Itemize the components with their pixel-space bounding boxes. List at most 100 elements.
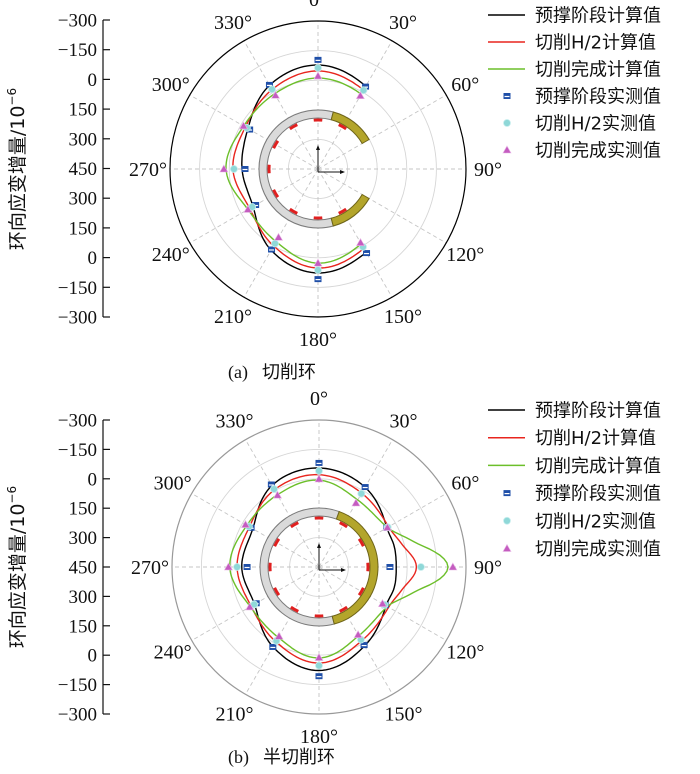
- data-point: [314, 64, 322, 72]
- legend-label: 预撑阶段实测值: [535, 484, 661, 505]
- y-axis-label: 环向应变增量/10−6: [5, 486, 29, 648]
- angle-label: 180°: [299, 329, 337, 351]
- legend-label: 切削完成实测值: [535, 141, 661, 162]
- axis-tick-label: −150: [58, 278, 97, 299]
- angle-label: 60°: [451, 473, 479, 495]
- data-point: [355, 91, 365, 99]
- grid-circle: [228, 79, 408, 259]
- polar-panel-b: 0°30°60°90°120°150°180°210°240°270°300°3…: [5, 388, 661, 768]
- data-point: [230, 165, 238, 173]
- arrowhead-icon: [317, 543, 321, 548]
- data-point: [314, 652, 324, 661]
- angle-label: 210°: [214, 306, 252, 328]
- legend-item: 切削H/2实测值: [503, 114, 656, 135]
- legend-label: 切削完成计算值: [535, 456, 661, 477]
- legend-marker-swatch: [502, 543, 512, 552]
- triangle-marker-body: [382, 522, 392, 531]
- grid-spoke: [318, 566, 393, 695]
- data-point: [315, 467, 323, 475]
- circle-marker-body: [268, 85, 276, 94]
- legend-marker-swatch: [503, 119, 511, 127]
- data-point: [315, 661, 323, 670]
- grid-spoke: [245, 439, 320, 568]
- ring-red-dash: [289, 207, 298, 215]
- circle-marker-body: [271, 239, 279, 248]
- angle-label: 300°: [152, 74, 190, 96]
- data-point: [313, 71, 323, 80]
- triangle-marker-body: [240, 519, 251, 528]
- angle-label: 0°: [309, 0, 327, 11]
- ring-red-dash: [339, 521, 348, 529]
- angle-label: 90°: [474, 159, 502, 181]
- data-point: [240, 519, 251, 528]
- triangle-marker-body: [245, 602, 255, 611]
- data-point: [267, 481, 275, 488]
- data-point: [314, 276, 322, 283]
- angle-label: 270°: [131, 557, 169, 579]
- triangle-marker-body: [313, 258, 323, 267]
- ring-red-dash: [338, 207, 347, 215]
- grid-spoke: [243, 40, 319, 170]
- caption-text: 切削环: [262, 362, 316, 383]
- triangle-marker-body: [238, 121, 249, 130]
- data-point: [313, 258, 323, 267]
- legend: 预撑阶段计算值切削H/2计算值切削完成计算值预撑阶段实测值切削H/2实测值切削完…: [488, 6, 661, 162]
- caption-tag: (b): [228, 747, 249, 768]
- data-point: [314, 56, 322, 63]
- legend-item: 切削H/2计算值: [488, 33, 656, 54]
- data-point: [353, 630, 363, 639]
- angle-label: 240°: [154, 642, 192, 664]
- ring-red-dash: [338, 123, 347, 131]
- ring-red-dash: [272, 140, 280, 149]
- legend-label: 预撑阶段计算值: [535, 401, 661, 422]
- legend-item: 预撑阶段实测值: [503, 484, 661, 505]
- legend: 预撑阶段计算值切削H/2计算值切削完成计算值预撑阶段实测值切削H/2实测值切削完…: [488, 401, 661, 560]
- grid-spoke: [318, 493, 447, 568]
- data-point: [363, 250, 371, 257]
- legend-label: 预撑阶段计算值: [535, 6, 661, 27]
- data-point: [274, 631, 284, 640]
- data-point: [386, 564, 394, 570]
- axis-tick-label: 0: [88, 469, 98, 490]
- legend-label: 切削完成计算值: [535, 60, 661, 81]
- triangle-marker-body: [314, 474, 324, 483]
- data-point: [270, 485, 278, 493]
- axis-tick-label: 450: [69, 558, 98, 579]
- axis-tick-label: 300: [69, 129, 98, 150]
- ring-red-dash: [273, 538, 281, 547]
- triangle-marker-body: [502, 543, 512, 552]
- axis-tick-label: −150: [58, 675, 97, 696]
- data-point: [269, 643, 277, 650]
- circle-marker-body: [314, 266, 322, 274]
- triangle-marker-body: [377, 599, 387, 607]
- axis-tick-label: 450: [69, 159, 98, 180]
- legend-marker-swatch: [502, 145, 512, 154]
- circle-marker-body: [503, 516, 511, 525]
- data-point: [223, 562, 233, 571]
- legend-label: 切削H/2实测值: [535, 114, 656, 135]
- ring-red-dash: [290, 605, 299, 613]
- outer-circle: [171, 419, 467, 715]
- angle-label: 210°: [216, 703, 254, 725]
- data-point: [265, 81, 273, 88]
- axis-tick-label: 150: [69, 100, 98, 121]
- triangle-marker-body: [314, 652, 324, 661]
- circle-marker-body: [230, 165, 238, 173]
- circle-marker-body: [270, 485, 278, 493]
- axis-tick-label: 0: [88, 70, 98, 91]
- panel-caption: (b)半切削环: [228, 747, 335, 768]
- data-point: [417, 563, 425, 571]
- legend-item: 预撑阶段实测值: [503, 87, 661, 108]
- triangle-marker-body: [502, 145, 512, 154]
- data-point: [271, 239, 279, 248]
- angle-label: 330°: [214, 12, 252, 34]
- legend-item: 预撑阶段计算值: [488, 401, 661, 422]
- triangle-marker-body: [274, 631, 284, 640]
- data-point: [233, 563, 241, 571]
- axis-tick-label: 150: [69, 499, 98, 520]
- angle-label: 120°: [446, 642, 484, 664]
- legend-item: 切削完成计算值: [488, 456, 661, 477]
- data-point: [382, 522, 392, 531]
